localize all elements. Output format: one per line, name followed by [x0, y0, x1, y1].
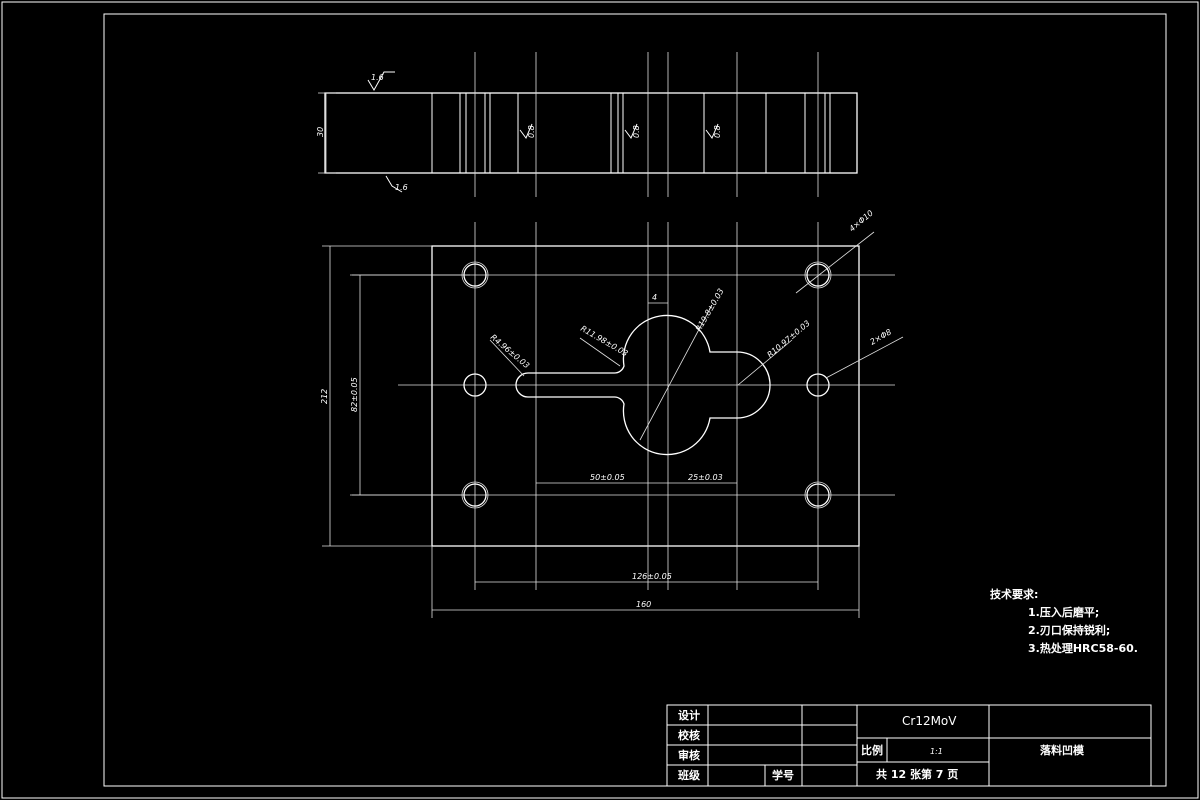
dim-outer-height: 212: [320, 245, 432, 547]
dim-4-label: 4: [652, 293, 657, 302]
roughness-top-label: 1.6: [371, 73, 384, 82]
title-part-name: 落料凹模: [1040, 743, 1085, 757]
tech-requirement-3: 3.热处理HRC58-60.: [1028, 641, 1138, 655]
dim-hole-top-label: 4×Φ10: [848, 208, 875, 233]
dim-r-b-label: R19.8±0.03: [694, 287, 726, 333]
title-scale-value: 1:1: [930, 747, 943, 756]
hole-mid-right: [806, 373, 830, 397]
roughness-symbol-2: 0.8: [624, 123, 641, 139]
die-cavity-outline: [515, 314, 771, 456]
title-scale-label: 比例: [861, 743, 883, 757]
roughness-symbol-top: 1.6: [367, 71, 395, 91]
roughness-symbol-1: 0.8: [519, 123, 536, 139]
roughness-2-label: 0.8: [632, 125, 641, 138]
dim-width-label: 160: [636, 600, 651, 609]
title-student-no-label: 学号: [772, 768, 794, 782]
title-check-label: 校核: [678, 728, 700, 742]
title-review-label: 审核: [678, 748, 700, 762]
radius-leaders: [489, 231, 904, 441]
dim-126: 126±0.05: [475, 572, 818, 583]
side-view-features: [431, 93, 831, 173]
dim-4: 4: [648, 293, 668, 304]
title-block: 设计 校核 审核 班级 学号 Cr12MoV 比例 1:1 落料凹模 共 12 …: [666, 704, 1152, 787]
dim-25-label: 25±0.03: [688, 473, 723, 482]
tech-requirements-title: 技术要求:: [990, 587, 1038, 601]
title-design-label: 设计: [678, 708, 700, 722]
dim-hole-spacing-y-label: 82±0.05: [350, 377, 359, 412]
tech-requirements: 技术要求: 1.压入后磨平; 2.刃口保持锐利; 3.热处理HRC58-60.: [990, 587, 1138, 655]
side-height-dimension: 30: [316, 92, 336, 174]
dim-50: 50±0.05: [536, 473, 668, 484]
side-view: 30 1.6 1.6 0.8 0.8 0.8: [316, 52, 858, 197]
hole-top-right: [804, 261, 832, 289]
side-view-centerlines: [474, 52, 819, 197]
dim-126-label: 126±0.05: [632, 572, 672, 581]
roughness-1-label: 0.8: [527, 125, 536, 138]
dim-hole-spacing-y: 82±0.05: [350, 274, 470, 496]
dim-50-label: 50±0.05: [590, 473, 625, 482]
roughness-symbol-bottom: 1.6: [385, 175, 408, 193]
title-material: Cr12MoV: [902, 714, 957, 728]
dim-slot-r-label: R4.96±0.03: [489, 333, 531, 371]
hole-bottom-right: [804, 481, 832, 509]
dim-outer-height-label: 212: [320, 389, 329, 404]
inner-frame: [103, 13, 1167, 787]
plan-view: R19.8±0.03 R10.97±0.03 R11.98±0.03 R4.96…: [320, 208, 904, 618]
dim-r-c-label: R10.97±0.03: [766, 319, 812, 360]
dim-25: 25±0.03: [668, 473, 737, 484]
tech-requirement-1: 1.压入后磨平;: [1028, 605, 1099, 619]
tech-requirement-2: 2.刃口保持锐利;: [1028, 623, 1110, 637]
roughness-3-label: 0.8: [713, 125, 722, 138]
hole-mid-left: [463, 373, 487, 397]
dim-width: 160: [431, 546, 860, 618]
side-view-outline: [324, 92, 858, 174]
roughness-bottom-label: 1.6: [395, 183, 408, 192]
roughness-symbol-3: 0.8: [705, 123, 722, 139]
dim-r-a-label: R11.98±0.03: [579, 324, 629, 358]
title-class-label: 班级: [678, 768, 701, 782]
plan-view-outline: [431, 245, 860, 547]
side-height-label: 30: [316, 127, 325, 137]
title-sheet-info: 共 12 张第 7 页: [876, 767, 958, 781]
